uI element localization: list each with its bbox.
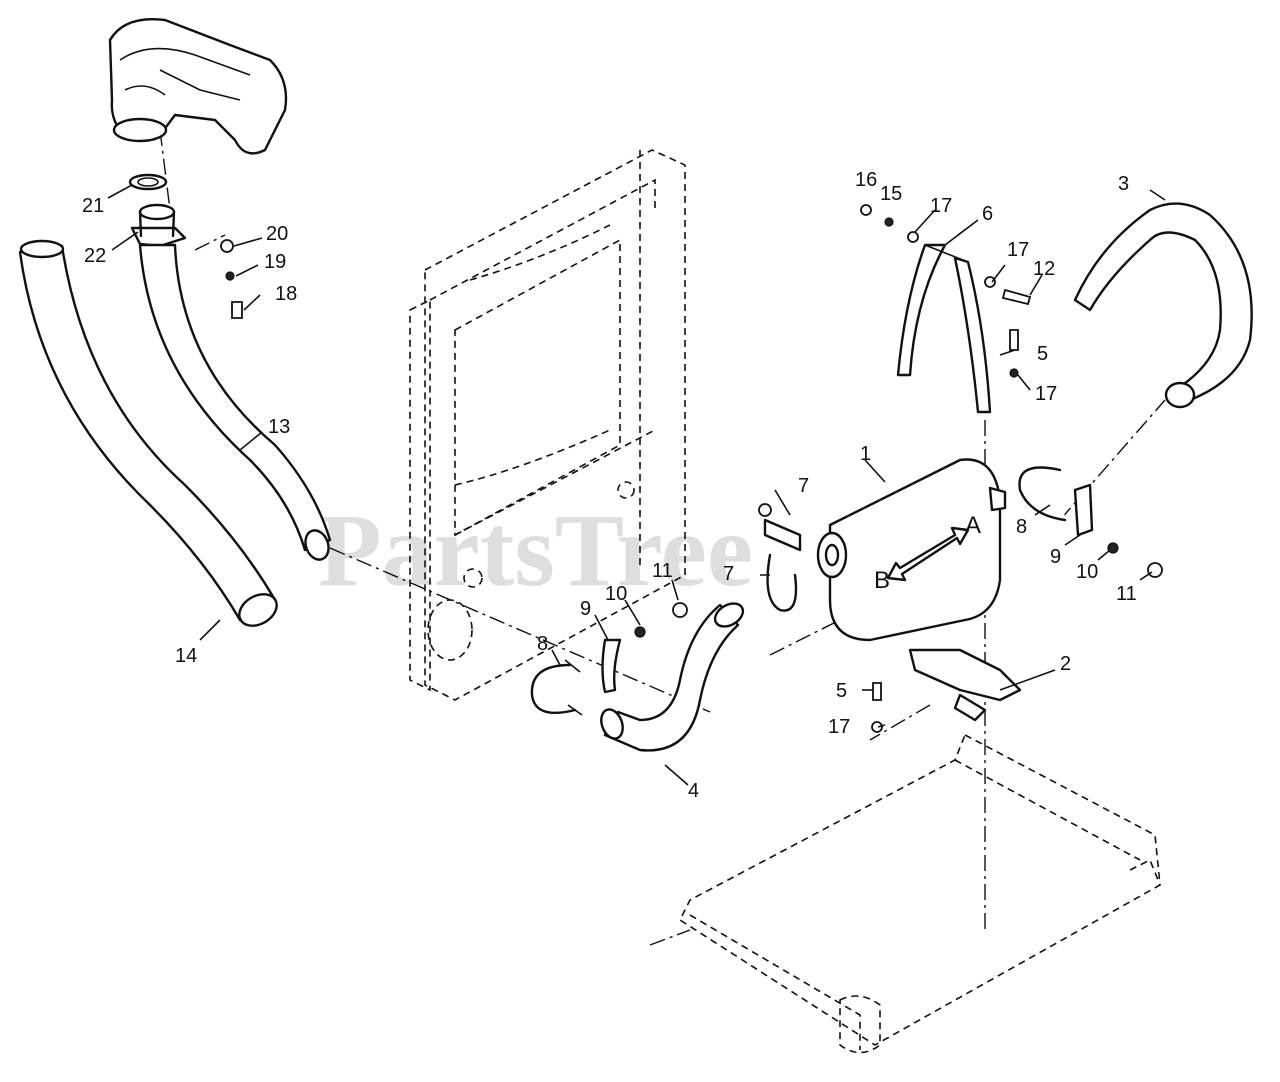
callout-9-right: 9 [1050,546,1061,568]
muffler [816,458,1007,642]
intermediate-pipe [600,602,745,752]
small-hardware [634,204,1163,733]
callout-17-hanger: 17 [1007,239,1029,261]
callout-20: 20 [266,223,288,245]
callout-17-top: 17 [930,195,952,217]
muffler-bracket [908,648,1022,722]
chassis-frame [649,733,1161,1054]
callout-16: 16 [855,169,877,191]
callout-2: 2 [1060,653,1071,675]
muffler-hanger-straps [896,243,992,414]
callout-1: 1 [860,443,871,465]
callout-8-right: 8 [1016,516,1027,538]
callout-22: 22 [84,245,106,267]
callout-21: 21 [82,195,104,217]
callout-10-right: 10 [1076,561,1098,583]
callout-14: 14 [175,645,197,667]
callout-19: 19 [264,251,286,273]
watermark: PartsTree TM [318,487,942,608]
callout-17-lower: 17 [828,716,850,738]
callout-15: 15 [880,183,902,205]
tail-pipe [1073,202,1253,409]
u-bolt-clamp-right [1018,466,1094,537]
callout-7-upper: 7 [798,475,809,497]
callout-5-lower: 5 [836,680,847,702]
callout-8-left: 8 [537,633,548,655]
flow-markers: A B [874,512,981,594]
exhaust-pipe-14 [18,239,278,627]
callout-3: 3 [1118,173,1129,195]
callout-13: 13 [268,416,290,438]
leader-lines [107,184,1166,786]
watermark-text: PartsTree [318,493,753,608]
u-bolt-clamp-center [763,518,802,612]
exhaust-manifold [108,18,288,155]
u-bolt-clamp-left [530,659,583,716]
flow-marker-b: B [874,567,890,594]
callout-9-left: 9 [580,598,591,620]
engine-frame-outline [409,149,686,701]
flow-marker-a: A [965,512,981,539]
callout-11-right: 11 [1116,583,1137,605]
callout-4: 4 [688,780,699,802]
callout-12: 12 [1033,258,1055,280]
bolt-washer-nut-set [220,239,243,319]
callout-7-lower: 7 [723,563,734,585]
callout-18: 18 [275,283,297,305]
exhaust-pipe-13 [138,243,332,561]
callout-labels: 1 2 3 4 5 5 6 7 7 8 8 9 9 10 10 11 11 12… [82,169,1137,802]
pipe-flange [130,203,187,248]
clamp-saddle-left [601,638,622,694]
callout-11-left: 11 [652,560,673,582]
manifold-gasket [128,173,168,191]
callout-10-left: 10 [605,583,627,605]
callout-17-right: 17 [1035,383,1057,405]
callout-5-upper: 5 [1037,343,1048,365]
callout-6: 6 [982,203,993,225]
